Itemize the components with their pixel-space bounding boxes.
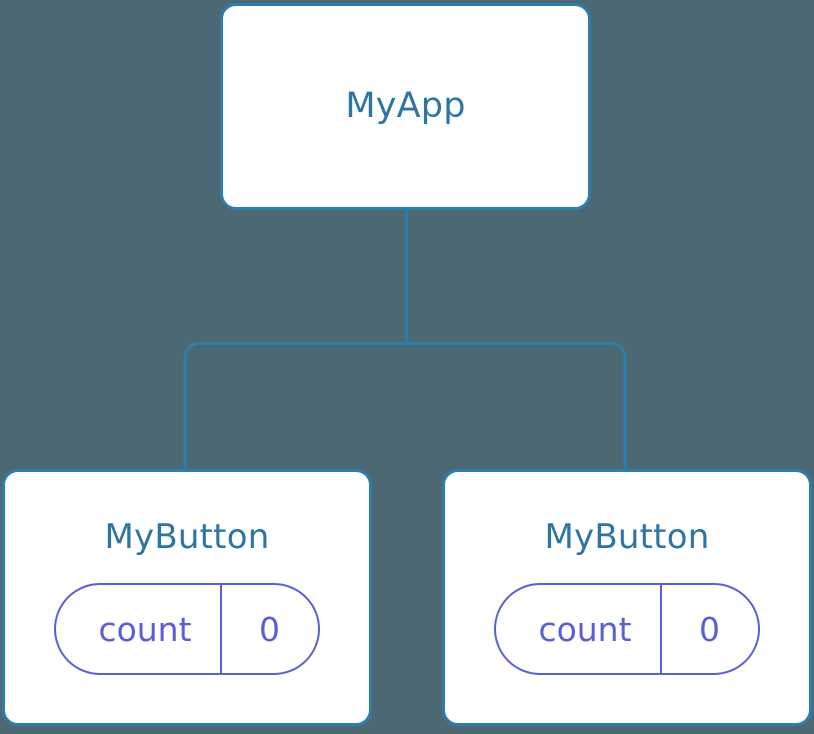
component-name-label: MyButton	[104, 517, 270, 557]
state-value-label: 0	[219, 585, 318, 673]
state-value-label: 0	[659, 585, 758, 673]
state-key-label: count	[538, 609, 632, 649]
state-pill[interactable]: count 0	[54, 583, 320, 675]
state-key-label: count	[98, 609, 192, 649]
component-node-root[interactable]: MyApp	[220, 3, 591, 210]
component-name-label: MyApp	[345, 86, 466, 126]
state-pill[interactable]: count 0	[494, 583, 760, 675]
component-node-child-2[interactable]: MyButton count 0	[442, 469, 812, 726]
component-name-label: MyButton	[544, 517, 710, 557]
component-node-child-1[interactable]: MyButton count 0	[2, 469, 372, 726]
connector-branch-left	[183, 342, 407, 470]
connector-branch-right	[406, 342, 627, 470]
